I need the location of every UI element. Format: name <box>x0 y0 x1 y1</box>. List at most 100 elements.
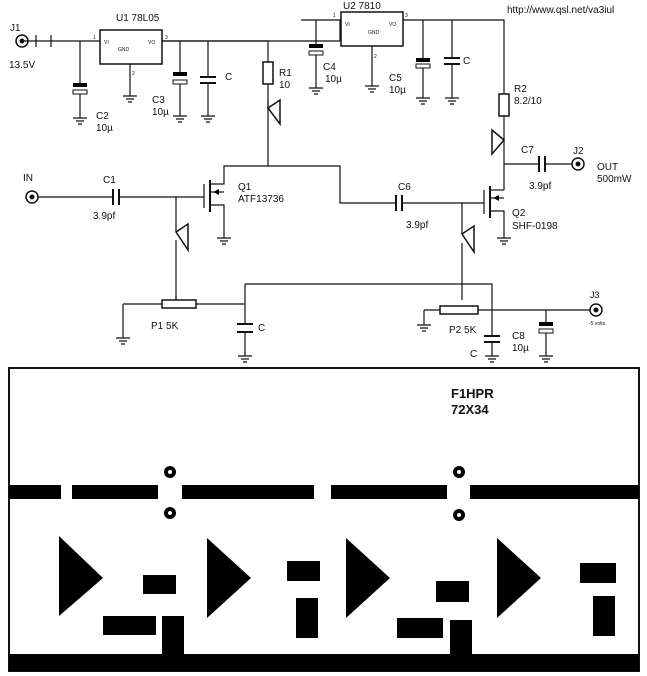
u2-pin-vi: VI <box>345 22 350 28</box>
pcb-pad-q2-gate <box>346 538 390 618</box>
pcb-pad-q2-drain <box>497 538 541 618</box>
pcb-pad-j <box>593 596 615 636</box>
c3-value: 10µ <box>152 107 169 118</box>
pcb-ground-plane <box>9 654 639 671</box>
c3-capacitor <box>172 41 188 123</box>
c-u2-capacitor <box>444 20 460 105</box>
c6-capacitor <box>395 195 484 211</box>
p2-label: P2 5K <box>449 325 477 336</box>
j1-voltage: 13.5V <box>9 60 35 71</box>
pcb-trace-drain1 <box>182 485 314 499</box>
c5-value: 10µ <box>389 85 406 96</box>
u1-pin-vi: VI <box>104 40 109 46</box>
u2-label: U2 7810 <box>343 1 381 12</box>
pcb-hole-3 <box>453 466 465 478</box>
pcb-pad-h <box>450 620 472 656</box>
pcb-pad-c <box>162 616 184 656</box>
c-p1-capacitor <box>237 284 253 363</box>
r2-value: 8.2/10 <box>514 96 542 107</box>
c-u2-label: C <box>463 56 470 67</box>
c5-label: C5 <box>389 73 402 84</box>
c6-value: 3.9pf <box>406 220 428 231</box>
bias-rail-wire <box>245 283 493 310</box>
r2-resistor <box>491 93 510 190</box>
c5-capacitor <box>415 20 431 105</box>
pcb-pad-a <box>143 575 176 594</box>
u1-pin-1: 1 <box>93 35 96 41</box>
c4-value: 10µ <box>325 74 342 85</box>
c-u1-capacitor <box>200 41 216 123</box>
r1-label: R1 <box>279 68 292 79</box>
c6-label: C6 <box>398 182 411 193</box>
j3-connector <box>589 303 603 317</box>
c1-value: 3.9pf <box>93 211 115 222</box>
u1-regulator <box>99 29 163 103</box>
pcb-layout: F1HPR 72X34 <box>8 367 640 672</box>
pcb-pad-q1-drain <box>207 538 251 618</box>
pcb-hole-2 <box>164 507 176 519</box>
c-u1-label: C <box>225 72 232 83</box>
pcb-pad-e <box>296 598 318 638</box>
j2-label: J2 <box>573 146 584 157</box>
u1-pin-gnd: GND <box>118 47 130 53</box>
j2-connector <box>571 157 585 171</box>
c-p2-label: C <box>470 349 477 360</box>
u1-output-wire <box>162 40 269 62</box>
u2-pin-2: 2 <box>374 54 377 60</box>
c8-label: C8 <box>512 331 525 342</box>
p1-potentiometer <box>116 296 245 345</box>
out-label: OUT <box>597 162 618 173</box>
q2-label: Q2 <box>512 208 526 219</box>
u2-pin-vo: VO <box>389 22 396 28</box>
c2-label: C2 <box>96 111 109 122</box>
pcb-trace-gate1 <box>72 485 158 499</box>
c2-capacitor <box>72 41 88 125</box>
j1-label: J1 <box>10 23 21 34</box>
pcb-trace-input <box>9 485 61 499</box>
pcb-pad-q1-gate <box>59 536 103 616</box>
c-p2-capacitor <box>484 310 500 363</box>
u1-pin-vo: VO <box>148 40 155 46</box>
pcb-pad-b <box>103 616 156 635</box>
p1-label: P1 5K <box>151 321 179 332</box>
out-power: 500mW <box>597 174 632 185</box>
pcb-trace-output <box>470 485 639 499</box>
u2-output-wire <box>403 19 505 94</box>
c4-label: C4 <box>323 62 336 73</box>
c-p1-label: C <box>258 323 265 334</box>
pcb-pad-i <box>580 563 616 583</box>
c8-capacitor <box>538 310 554 363</box>
c3-label: C3 <box>152 95 165 106</box>
u1-label: U1 78L05 <box>116 13 160 24</box>
q1-part: ATF13736 <box>238 194 284 205</box>
u2-pin-3: 3 <box>405 13 408 19</box>
pcb-hole-4 <box>453 509 465 521</box>
c7-value: 3.9pf <box>529 181 551 192</box>
u1-pin-3: 3 <box>165 35 168 41</box>
q1-drain-wire <box>268 165 396 204</box>
j3-note: -5 volts <box>589 321 606 327</box>
q1-transistor <box>203 165 268 245</box>
j3-label: J3 <box>590 290 600 300</box>
pcb-pad-d <box>287 561 320 581</box>
r2-label: R2 <box>514 84 527 95</box>
c8-value: 10µ <box>512 343 529 354</box>
pcb-pad-f <box>436 581 469 602</box>
p2-potentiometer <box>417 305 590 332</box>
pcb-trace-gate2 <box>331 485 447 499</box>
c1-capacitor <box>38 189 204 205</box>
u2-pin-1: 1 <box>333 13 336 19</box>
r1-resistor <box>262 61 281 166</box>
c7-label: C7 <box>521 145 534 156</box>
u2-regulator <box>340 11 404 93</box>
in-label: IN <box>23 173 33 184</box>
pcb-title: F1HPR <box>451 386 494 401</box>
j1-connector <box>15 34 52 48</box>
q2-gate-choke <box>460 203 475 300</box>
u2-pin-gnd: GND <box>368 30 380 36</box>
q2-part: SHF-0198 <box>512 221 558 232</box>
c2-value: 10µ <box>96 123 113 134</box>
c4-capacitor <box>308 20 324 95</box>
q1-gate-choke <box>174 197 189 300</box>
